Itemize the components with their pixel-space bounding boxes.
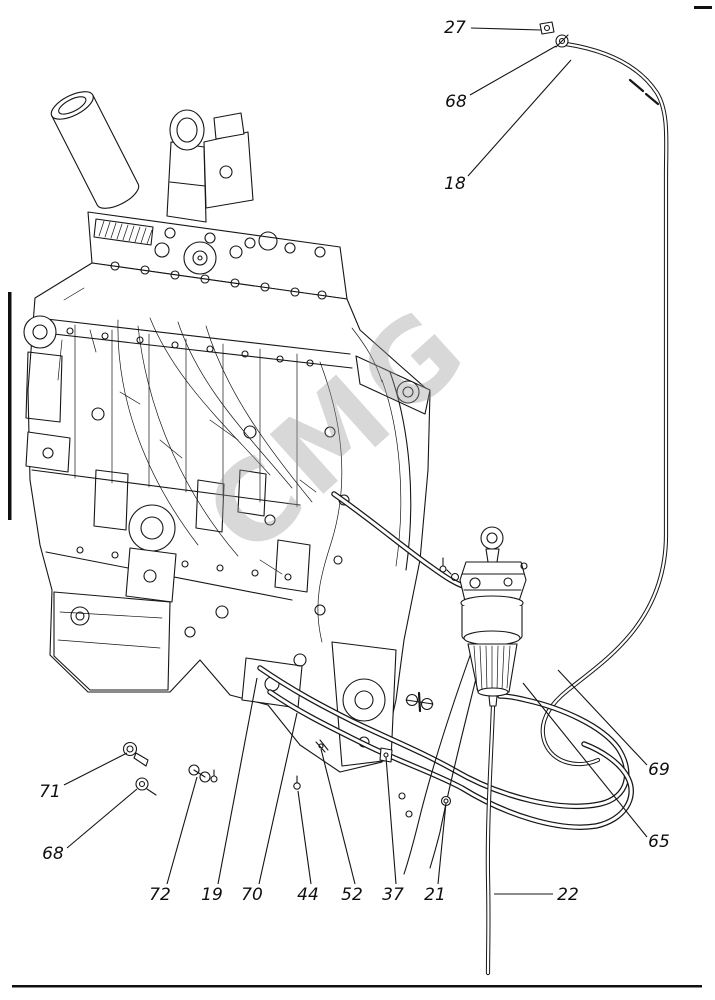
fuel-hose-upper [331,491,466,589]
callout-leader-70 [258,712,298,885]
callout-label-72: 72 [149,885,171,905]
callout-label-52: 52 [341,885,363,905]
callout-leader-65 [522,682,648,838]
callout-leader-68 [469,45,557,96]
engine-illustration [23,91,431,773]
long-tube-18 [540,41,669,767]
callout-leader-44 [297,790,312,885]
fuel-filter-assembly [459,526,527,707]
callout-label-22: 22 [557,885,579,905]
callout-leader-72 [166,776,198,885]
scan-artifact-left [8,292,12,520]
callout-label-18: 18 [444,174,466,194]
callout-label-68: 68 [445,92,467,112]
callout-label-69: 69 [648,760,670,780]
callout-leader-71 [63,752,128,786]
intake-housing [166,109,254,223]
engine-block [23,241,431,773]
callout-leader-52 [320,748,356,885]
callout-leader-18 [467,59,572,177]
callout-leader-68 [66,788,138,849]
exhaust-stack [50,91,140,209]
callout-label-37: 37 [382,885,404,905]
callout-leader-27 [470,27,542,31]
callout-label-27: 27 [444,18,466,38]
callout-label-65: 65 [648,832,670,852]
scan-artifacts [8,6,712,988]
callout-label-71: 71 [39,782,61,802]
small-fittings [122,21,660,818]
fuel-hose-main [257,665,630,809]
callout-label-21: 21 [424,885,446,905]
scan-artifact-bottom [12,985,702,988]
callout-leader-37 [385,756,397,885]
callout-label-68: 68 [42,844,64,864]
callout-leader-69 [557,669,648,766]
callout-label-19: 19 [201,885,223,905]
callout-leader-19 [217,677,258,885]
drop-tube-22 [485,703,496,976]
fuel-hose-lower [267,689,634,830]
callout-leader-21 [437,802,447,885]
callout-label-44: 44 [297,885,319,905]
scan-artifact-top-right [694,6,712,9]
callout-label-70: 70 [241,885,263,905]
